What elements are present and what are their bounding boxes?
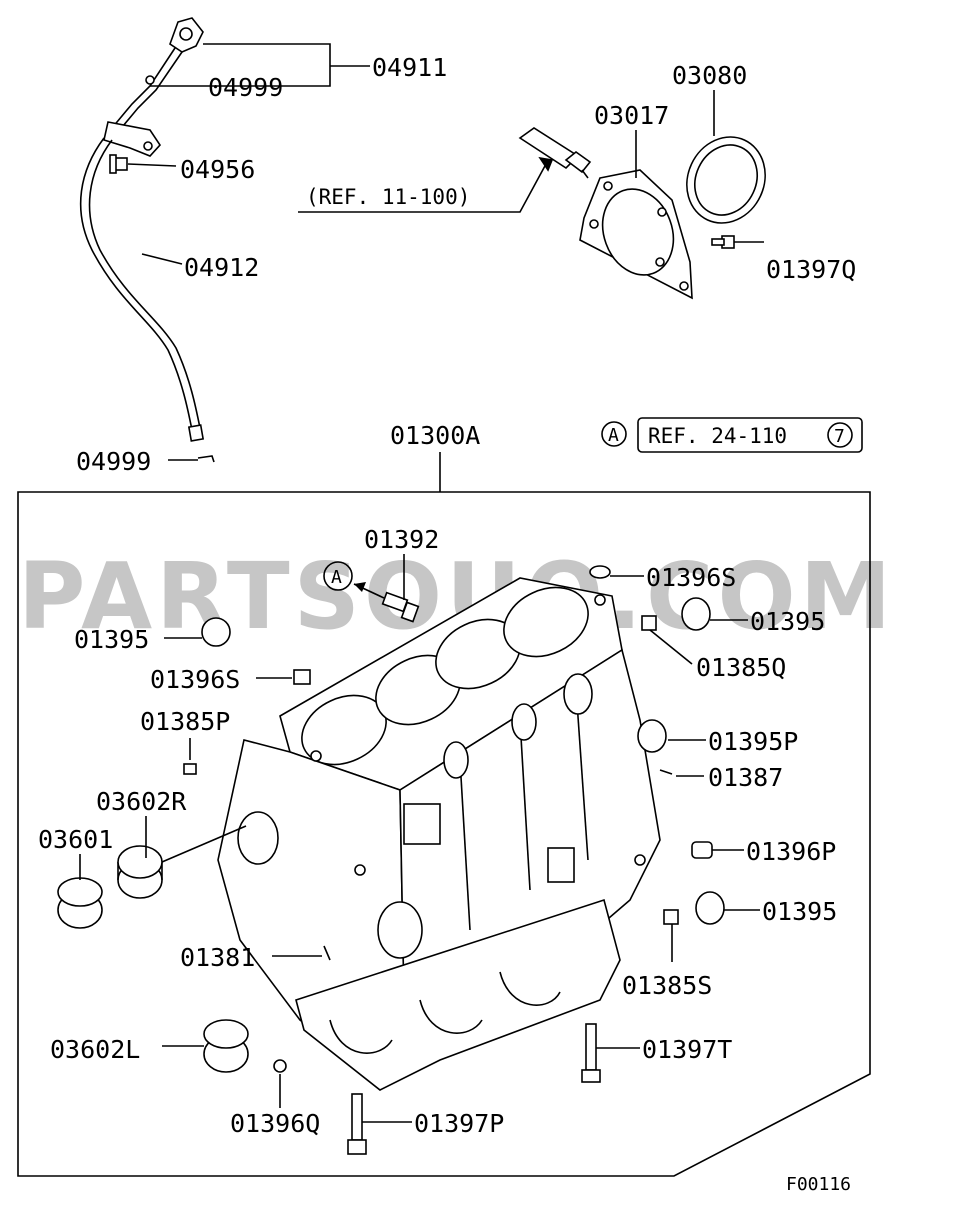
label-01396q: 01396Q	[230, 1109, 320, 1138]
o-ring-top	[145, 75, 155, 85]
label-04999-top: 04999	[208, 73, 283, 102]
label-04999-bottom: 04999	[76, 447, 151, 476]
ref-24-110-circle: 7	[834, 426, 845, 447]
plug-01395-right-top	[681, 597, 711, 631]
leader-04911	[150, 43, 331, 87]
sensor-01392	[381, 591, 420, 623]
figure-id: F00116	[786, 1174, 851, 1195]
label-04912: 04912	[184, 253, 259, 282]
label-03602l: 03602L	[50, 1035, 140, 1064]
plug-01395-left	[201, 617, 231, 647]
pin-01381	[323, 945, 331, 961]
label-03602r: 03602R	[96, 787, 187, 816]
plug-01396s-right	[589, 565, 611, 579]
label-01385p: 01385P	[140, 707, 230, 736]
label-01300a: 01300A	[390, 421, 480, 450]
label-01395p: 01395P	[708, 727, 798, 756]
bolt-04956	[109, 154, 128, 174]
ref-11-100: (REF. 11-100)	[306, 185, 470, 209]
label-01395-right-bottom: 01395	[762, 897, 837, 926]
label-01395-left: 01395	[74, 625, 149, 654]
plug-01385p	[183, 763, 197, 775]
bolt-01397p	[347, 1093, 367, 1155]
plug-01396s-left	[293, 669, 311, 685]
label-03017: 03017	[594, 101, 669, 130]
bearing-03602l	[203, 1019, 249, 1073]
oil-seal-03080	[686, 136, 766, 224]
label-01396p: 01396P	[746, 837, 836, 866]
label-01396s-left: 01396S	[150, 665, 240, 694]
label-01385s: 01385S	[622, 971, 712, 1000]
label-03080: 03080	[672, 61, 747, 90]
marker-a-ref	[601, 421, 627, 447]
label-01387: 01387	[708, 763, 783, 792]
leader-ref-11-100	[298, 163, 547, 213]
label-01381: 01381	[180, 943, 255, 972]
marker-a-block	[323, 561, 353, 591]
cylinder-block	[217, 577, 661, 1091]
plug-01385q	[641, 615, 657, 631]
plug-01396p	[691, 841, 713, 859]
dipstick-assembly	[79, 17, 215, 463]
sealant-tube	[518, 127, 592, 179]
label-03601: 03601	[38, 825, 113, 854]
ref-24-110: REF. 24-110	[648, 424, 787, 448]
bearing-03601	[57, 877, 103, 929]
label-01392: 01392	[364, 525, 439, 554]
label-01397t: 01397T	[642, 1035, 732, 1064]
plug-01395-right-bottom	[695, 891, 725, 925]
block-assembly-frame	[17, 491, 871, 1177]
label-01385q: 01385Q	[696, 653, 786, 682]
plug-01385s	[663, 909, 679, 925]
marker-a-text: A	[608, 425, 619, 446]
bearing-03602r	[117, 845, 163, 899]
marker-a-block-text: A	[331, 567, 342, 588]
label-01396s-right: 01396S	[646, 563, 736, 592]
plug-01395p	[637, 719, 667, 753]
label-01397q: 01397Q	[766, 255, 856, 284]
bolt-01397q	[711, 235, 735, 249]
label-04911: 04911	[372, 53, 447, 82]
bolt-01397t	[581, 1023, 601, 1083]
label-01395-right-top: 01395	[750, 607, 825, 636]
dipstick-bracket	[103, 121, 162, 157]
ref-24-110-box	[637, 417, 863, 453]
label-04956: 04956	[180, 155, 255, 184]
label-01397p: 01397P	[414, 1109, 504, 1138]
plug-01396q	[273, 1059, 287, 1073]
seal-case-03017	[579, 169, 693, 300]
pin-01387	[659, 769, 673, 775]
